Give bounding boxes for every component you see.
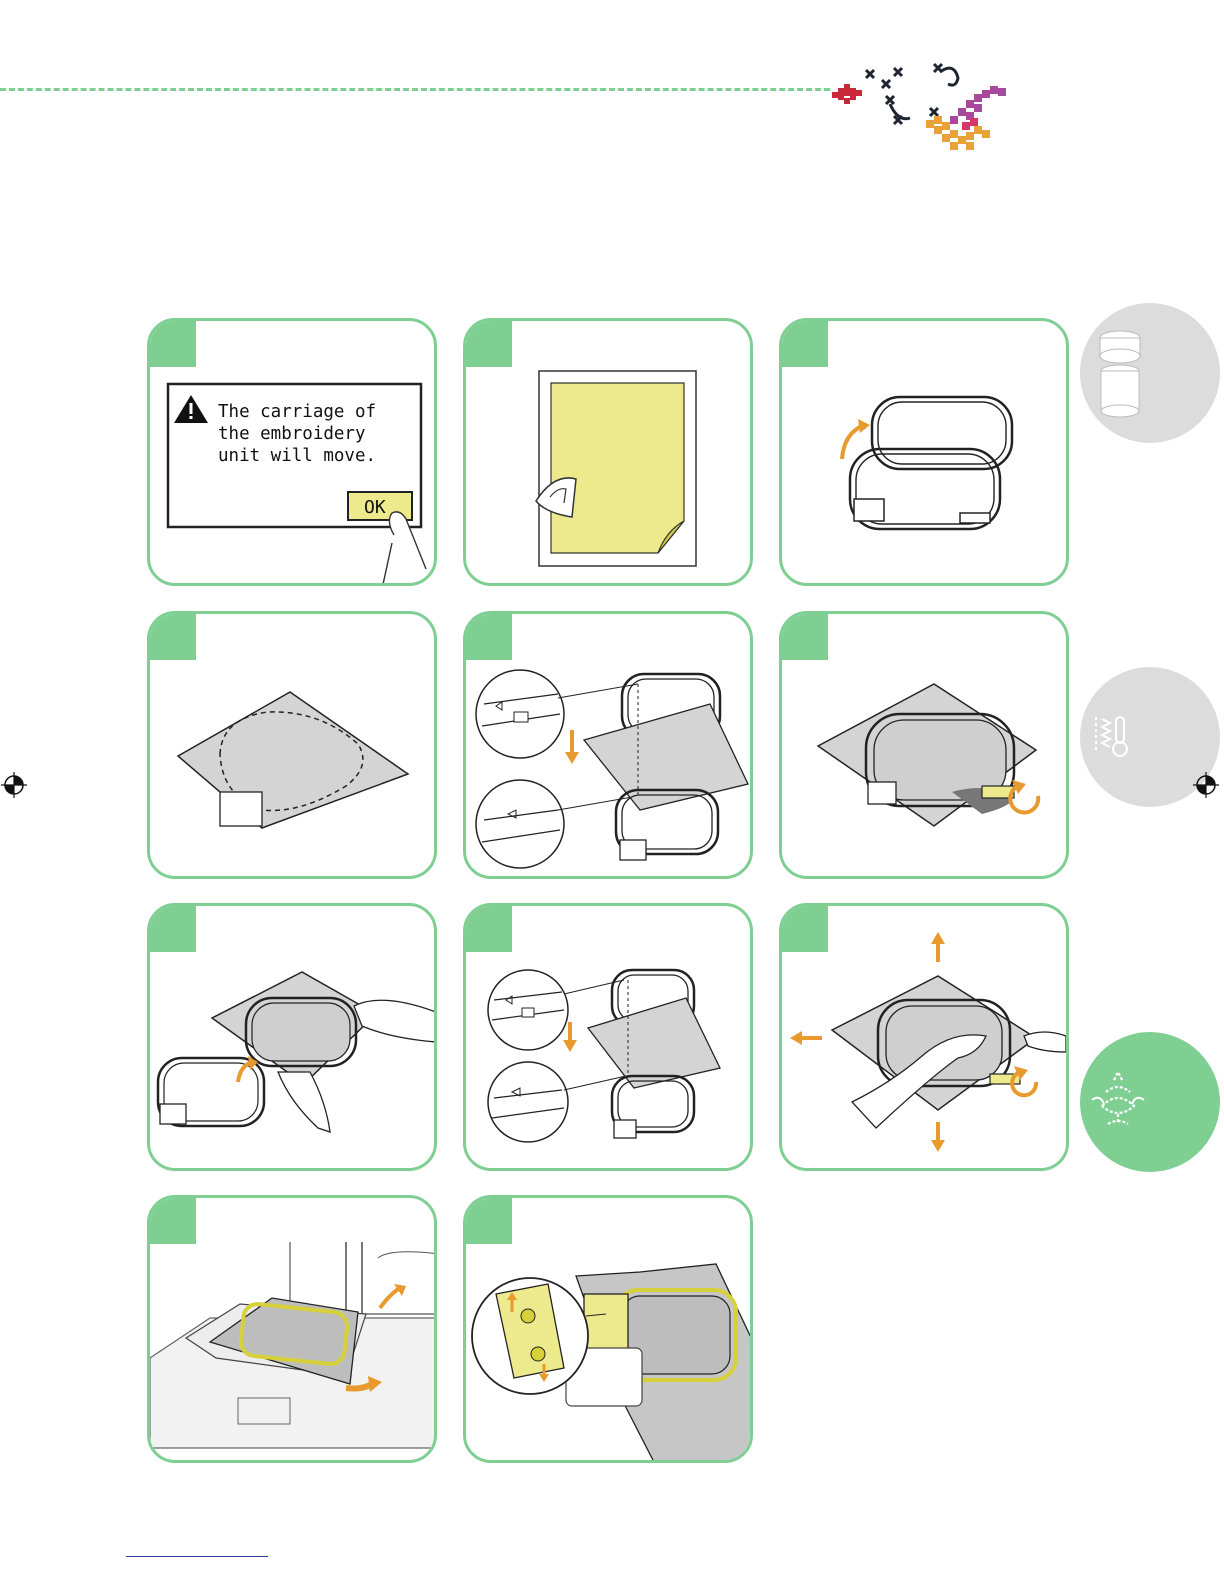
ok-button-label: OK: [364, 497, 386, 518]
lcd-message-line-2: the embroidery: [218, 424, 366, 444]
fabric-stretch-illustration: [782, 906, 1069, 1171]
step-panel-9: [779, 903, 1069, 1171]
stabilizer-ironing-illustration: [466, 321, 753, 586]
tighten-arrow-icon: [1010, 786, 1038, 813]
step-panel-4: [147, 611, 437, 879]
stitch-thermometer-icon: [1080, 667, 1150, 807]
step-panel-1: The carriage of the embroidery unit will…: [147, 318, 437, 586]
step-panel-3: [779, 318, 1069, 586]
hoop-tighten-illustration: [782, 614, 1069, 879]
step-panel-11: [463, 1195, 753, 1463]
hoop-align-illustration: [466, 614, 753, 879]
cross-stitch-logo: [830, 60, 1020, 160]
hoop-attach-illustration: [150, 1198, 437, 1463]
hoop-lock-illustration: [466, 1198, 753, 1463]
hoop-insert-illustration: [150, 906, 437, 1171]
step-panel-8: [463, 903, 753, 1171]
side-tab-thread[interactable]: [1080, 303, 1220, 443]
detail-magnifier-bottom: [488, 1062, 568, 1142]
lcd-message-line-3: unit will move.: [218, 446, 376, 466]
lcd-message-line-1: The carriage of: [218, 402, 376, 422]
side-tab-embroidery[interactable]: [1080, 1032, 1220, 1172]
registration-mark-left: [1, 772, 27, 798]
fabric-outline-illustration: [150, 614, 437, 879]
step-panel-7: [147, 903, 437, 1171]
step-panel-6: [779, 611, 1069, 879]
hoop-alignment-check-illustration: [466, 906, 753, 1171]
registration-mark-right: [1193, 772, 1219, 798]
step-panel-2: [463, 318, 753, 586]
hand-right-icon: [354, 1000, 436, 1042]
header-dashed-rule: [0, 88, 830, 91]
embroidery-flower-icon: [1080, 1032, 1150, 1172]
hand-left-icon: [278, 1072, 330, 1132]
step-panel-10: [147, 1195, 437, 1463]
detail-magnifier-bottom: [476, 780, 564, 868]
footer-rule: [126, 1556, 268, 1557]
lcd-message-illustration: The carriage of the embroidery unit will…: [150, 321, 437, 586]
step-panel-5: [463, 611, 753, 879]
thread-spool-icon: [1080, 303, 1150, 443]
stabilizer-sheet: [551, 383, 684, 553]
hoop-separate-illustration: [782, 321, 1069, 586]
